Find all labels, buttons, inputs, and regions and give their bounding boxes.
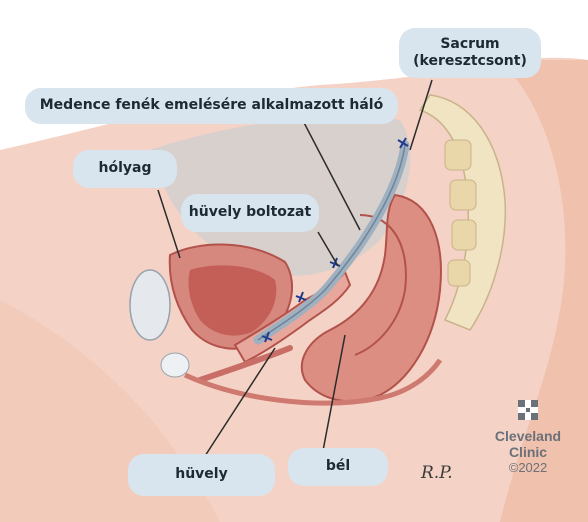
logo-name-line2: Clinic (488, 444, 568, 460)
label-vault: hüvely boltozat (181, 194, 319, 232)
logo-year: ©2022 (488, 460, 568, 476)
label-bowel: bél (288, 448, 388, 486)
label-bladder: hólyag (73, 150, 177, 188)
cleveland-clinic-logo-icon (518, 400, 538, 420)
logo-name-line1: Cleveland (488, 428, 568, 444)
pubic-bone (130, 270, 170, 340)
label-mesh: Medence fenék emelésére alkalmazott háló (25, 88, 398, 124)
artist-signature: R.P. (421, 463, 453, 483)
label-vagina: hüvely (128, 454, 275, 496)
label-sacrum: Sacrum (keresztcsont) (399, 28, 541, 78)
cleveland-clinic-logo: Cleveland Clinic ©2022 (488, 400, 568, 476)
